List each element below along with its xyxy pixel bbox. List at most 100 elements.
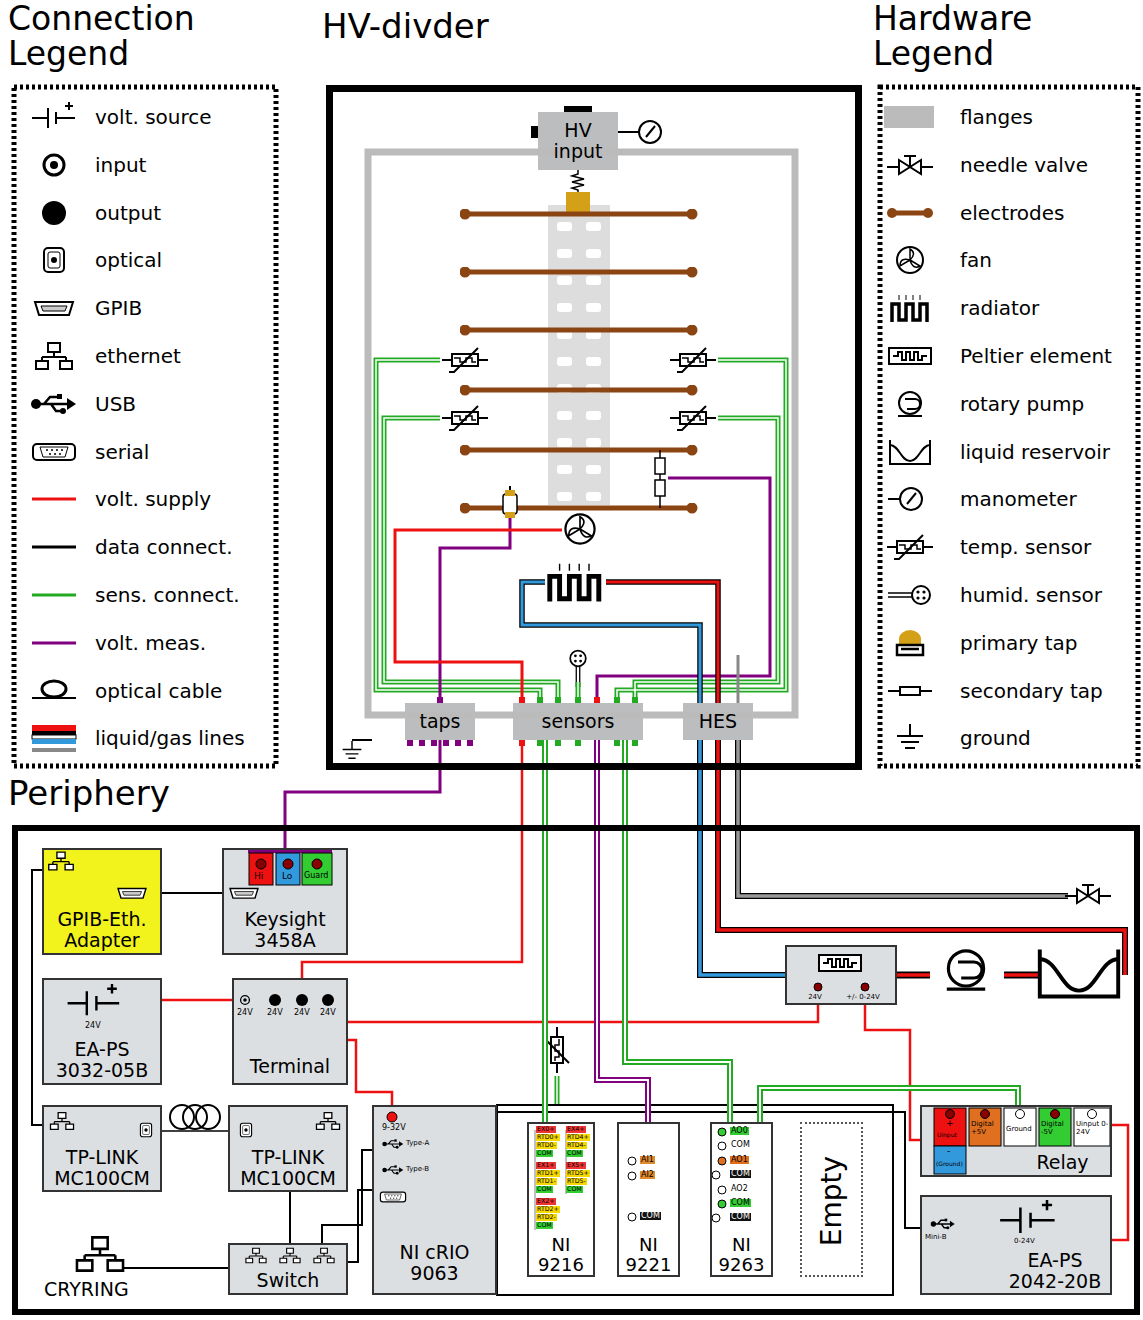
connector-line bbox=[497, 1112, 920, 1228]
periphery-illustration-part bbox=[140, 1123, 151, 1136]
device-label: NI 9263 bbox=[712, 1235, 771, 1275]
legend-symbol bbox=[887, 156, 933, 174]
device-box: Empty bbox=[800, 1122, 863, 1277]
legend-entry: fan bbox=[884, 245, 1134, 275]
connector-line bbox=[162, 1130, 228, 1132]
legend-text: liquid reservoir bbox=[960, 440, 1110, 464]
box-fill bbox=[42, 1105, 162, 1192]
periphery-illustration-part bbox=[934, 1146, 966, 1174]
connector bbox=[290, 1192, 291, 1243]
box-fill bbox=[683, 703, 753, 740]
legend-line bbox=[32, 594, 76, 597]
device-label: HES bbox=[683, 703, 753, 740]
legend-text: electrodes bbox=[960, 201, 1064, 225]
periphery-illustration-part bbox=[387, 1112, 397, 1122]
periphery-illustration-part bbox=[1004, 1108, 1036, 1146]
periphery-illustration-part bbox=[814, 983, 822, 991]
pin-label: 24V bbox=[85, 1022, 101, 1030]
pin-label: 24V bbox=[320, 1009, 336, 1017]
periphery-illustration-part bbox=[934, 1108, 966, 1146]
legend-line bbox=[32, 546, 76, 549]
hv-divider-illustration-part bbox=[352, 739, 372, 741]
hv-divider-illustration-part bbox=[503, 494, 517, 514]
device-label: TP-LINK MC100CM bbox=[44, 1145, 160, 1190]
device-label: NI 9221 bbox=[619, 1235, 678, 1275]
connector bbox=[348, 1005, 818, 1022]
periphery-illustration-part bbox=[68, 984, 120, 1015]
pin-label: EX0+ bbox=[536, 1126, 556, 1133]
legend-symbol bbox=[888, 586, 930, 604]
connector bbox=[162, 1131, 228, 1132]
legend-symbol bbox=[889, 348, 931, 364]
box-fill bbox=[513, 703, 643, 740]
legend-entry: temp. sensor bbox=[884, 532, 1134, 562]
legend-entry: ground bbox=[884, 723, 1134, 753]
pin-label: Type-B bbox=[406, 1166, 429, 1173]
periphery-illustration-part bbox=[947, 951, 985, 989]
connector bbox=[348, 1190, 372, 1262]
hv-divider-illustration-part bbox=[531, 126, 538, 138]
hv-divider-illustration-part bbox=[565, 514, 594, 543]
legend-text: USB bbox=[95, 392, 136, 416]
pin-label: Uinput 0-24V bbox=[1076, 1121, 1110, 1136]
periphery-illustration-part bbox=[718, 740, 1125, 975]
legend-entry: ethernet bbox=[28, 341, 278, 371]
legend-entry: input bbox=[28, 150, 278, 180]
legend-entry: serial bbox=[28, 437, 278, 467]
legend-entry: liquid reservoir bbox=[884, 437, 1134, 467]
device-label: Switch bbox=[230, 1267, 346, 1293]
pin-label: RTD2- bbox=[536, 1214, 557, 1221]
periphery-illustration-part bbox=[256, 859, 266, 869]
pin-label: Ground bbox=[1006, 1126, 1032, 1133]
box-fill bbox=[228, 1105, 348, 1192]
hv-divider-illustration-part bbox=[376, 360, 786, 1122]
hv-divider-illustration-part bbox=[465, 214, 692, 508]
periphery-illustration-part bbox=[1074, 1108, 1110, 1146]
hv-divider-illustration-part bbox=[368, 152, 795, 715]
pin-label: COM bbox=[730, 1141, 751, 1149]
legend-symbol bbox=[887, 535, 933, 559]
connector-line bbox=[700, 740, 785, 975]
box-fill bbox=[232, 978, 348, 1085]
legend-text: radiator bbox=[960, 296, 1039, 320]
periphery-illustration-part bbox=[230, 889, 258, 899]
hv-divider-illustration-part bbox=[564, 106, 592, 112]
legend-entry: output bbox=[28, 198, 278, 228]
pin-label: + bbox=[946, 1119, 954, 1128]
periphery-illustration-part bbox=[545, 1027, 569, 1073]
legend-sample bbox=[28, 341, 80, 371]
connector bbox=[302, 740, 522, 978]
legend-swatch bbox=[884, 106, 934, 128]
legend-text: data connect. bbox=[95, 535, 233, 559]
device-label: EA-PS 3032-05B bbox=[44, 1036, 160, 1083]
device-label: Terminal bbox=[234, 1050, 346, 1083]
device-box: Keysight 3458A bbox=[222, 848, 348, 955]
device-box: NI 9263 bbox=[710, 1122, 773, 1277]
pin-label: COM bbox=[536, 1186, 553, 1193]
legend-sample bbox=[884, 293, 936, 323]
connector bbox=[865, 1005, 920, 1140]
legend-entry: radiator bbox=[884, 293, 1134, 323]
legend-entry: flanges bbox=[884, 102, 1134, 132]
pin-label: RTD1- bbox=[536, 1178, 557, 1185]
legend-line bbox=[32, 641, 76, 644]
legend-entry: USB bbox=[28, 389, 278, 419]
legend-entry: needle valve bbox=[884, 150, 1134, 180]
legend-text: manometer bbox=[960, 487, 1077, 511]
periphery-illustration-part bbox=[819, 955, 861, 971]
legend-sample bbox=[884, 676, 936, 706]
legend-sample bbox=[884, 484, 936, 514]
legend-entry: optical bbox=[28, 245, 278, 275]
pin-label: COM bbox=[730, 1170, 751, 1178]
legend-entry: volt. meas. bbox=[28, 628, 278, 658]
periphery-illustration-part bbox=[628, 1157, 636, 1165]
connector-line bbox=[348, 1190, 372, 1262]
hv-divider-illustration-part bbox=[566, 192, 590, 214]
legend-text: secondary tap bbox=[960, 679, 1103, 703]
legend-sample bbox=[28, 245, 80, 275]
legend-symbol bbox=[887, 208, 933, 218]
legend-heading: Connection Legend bbox=[8, 2, 270, 71]
device-label: Empty bbox=[817, 1124, 847, 1279]
cable-sheath bbox=[625, 740, 730, 1122]
hv-divider-illustration-part bbox=[606, 582, 718, 703]
